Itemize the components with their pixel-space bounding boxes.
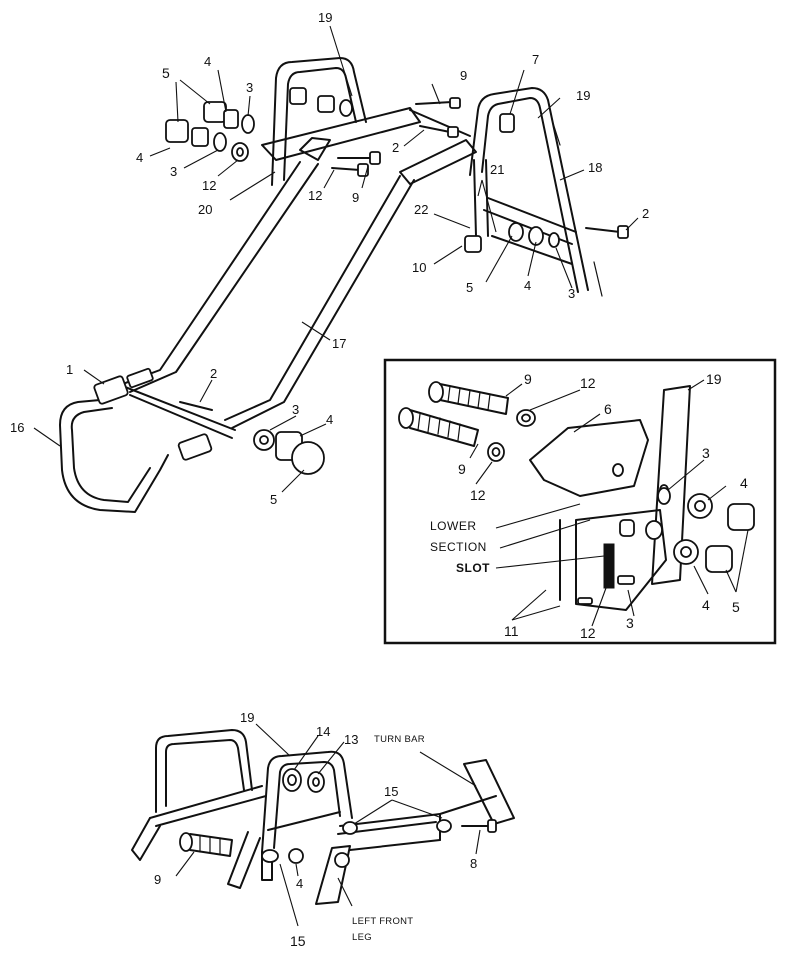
callout-22: 22: [414, 202, 428, 217]
inset-bolts: [398, 381, 509, 447]
callout-3-bottom: 3: [292, 402, 299, 417]
inset-callout-5: 5: [732, 599, 740, 615]
bottom-callout-14: 14: [316, 724, 330, 739]
callout-10: 10: [412, 260, 426, 275]
callout-16: 16: [10, 420, 24, 435]
callout-5-bottom: 5: [270, 492, 277, 507]
callout-4-lower: 4: [136, 150, 143, 165]
callout-18: 18: [588, 160, 602, 175]
callout-12-left: 12: [202, 178, 216, 193]
bottom-callout-13: 13: [344, 732, 358, 747]
label-turn-bar: TURN BAR: [374, 734, 425, 745]
callout-9-lower: 9: [352, 190, 359, 205]
slot-marker: [603, 543, 615, 589]
bottom-callout-15-lower: 15: [290, 933, 306, 949]
inset-callout-19: 19: [706, 371, 722, 387]
bottom-callout-15-upper: 15: [384, 784, 398, 799]
inset-frame: [383, 358, 777, 645]
inset-callout-4-lower: 4: [702, 597, 710, 613]
callout-5-left: 5: [162, 65, 170, 81]
callout-12-center: 12: [308, 188, 322, 203]
label-lower: LOWER: [430, 519, 477, 533]
left-front-leg: [315, 845, 351, 905]
top-leaders: [33, 25, 639, 493]
callout-19-right: 19: [576, 88, 590, 103]
inset-callout-3-upper: 3: [702, 445, 710, 461]
bottom-callout-8: 8: [470, 856, 477, 871]
callout-3-lower: 3: [170, 164, 177, 179]
inset-callout-4-upper: 4: [740, 475, 748, 491]
callout-2-lower: 2: [210, 366, 217, 381]
inset-callout-11: 11: [504, 623, 519, 639]
callout-4-right: 4: [524, 278, 531, 293]
inset-leaders: [469, 379, 749, 627]
bottom-callout-4: 4: [296, 876, 303, 891]
label-leg: LEG: [352, 932, 372, 943]
callout-3-upper: 3: [246, 80, 253, 95]
bottom-callout-9: 9: [154, 872, 161, 887]
inset-callout-12-lower: 12: [580, 625, 596, 641]
bottom-assembly: 19 14 13 TURN BAR 15 9 4 8 LEFT FRONT LE…: [131, 710, 515, 949]
label-section: SECTION: [430, 540, 487, 554]
inset-callout-3-lower: 3: [626, 615, 634, 631]
callout-5-right: 5: [466, 280, 473, 295]
side-rail-17: [119, 161, 301, 386]
inset-callout-12-mid: 12: [470, 487, 486, 503]
callout-21: 21: [490, 162, 504, 177]
bottom-rear-frame: [155, 729, 253, 813]
callout-19-left: 19: [318, 10, 332, 25]
callout-2-right: 2: [642, 206, 649, 221]
label-slot: SLOT: [456, 561, 490, 575]
bottom-callout-19: 19: [240, 710, 254, 725]
callout-20: 20: [198, 202, 212, 217]
inset-detail: 9 12 19 6 9 3 4 12 LOWER SECTION SLOT 11…: [383, 358, 777, 645]
turn-bar: [463, 759, 515, 825]
callout-4-upper: 4: [204, 54, 211, 69]
top-assembly: 19 5 4 3 4 3 12 20 12 9 9 2 7 19 18 21 2…: [10, 10, 649, 513]
callout-9-upper: 9: [460, 68, 467, 83]
bracket-6: [529, 419, 649, 497]
callout-17: 17: [332, 336, 346, 351]
inset-callout-6: 6: [604, 401, 612, 417]
label-left-front: LEFT FRONT: [352, 916, 413, 927]
post-19: [651, 385, 691, 585]
callout-2-upper: 2: [392, 140, 399, 155]
inset-callout-9-upper: 9: [524, 371, 532, 387]
callout-3-right: 3: [568, 286, 575, 301]
front-handle-16: [59, 399, 169, 513]
bolts-top: [179, 97, 629, 411]
callout-1: 1: [66, 362, 73, 377]
rear-frame-left: [271, 57, 367, 186]
bottom-leaders: [175, 723, 481, 927]
inset-callout-9-lower: 9: [458, 461, 466, 477]
callout-7: 7: [532, 52, 539, 67]
inset-callout-12-upper: 12: [580, 375, 596, 391]
callout-4-bottom: 4: [326, 412, 333, 427]
rear-frame-right: [469, 87, 589, 291]
